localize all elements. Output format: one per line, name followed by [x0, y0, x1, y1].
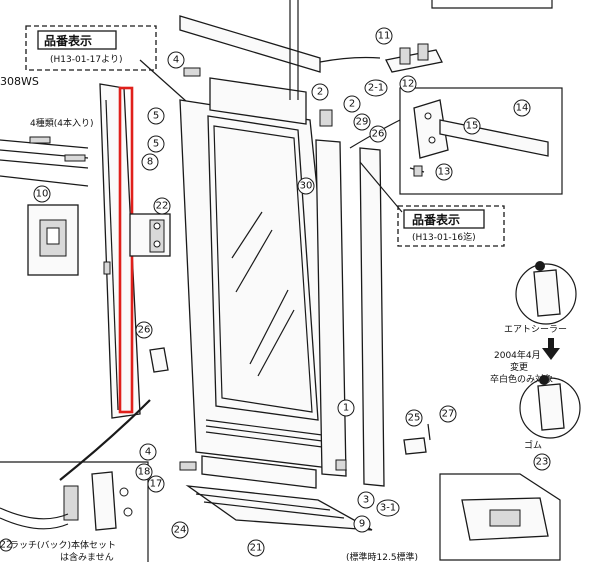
- svg-text:13: 13: [438, 167, 451, 178]
- callout-8: 8: [141, 153, 159, 171]
- hinban-top-subtext: (H13-01-17より): [50, 54, 122, 65]
- svg-text:15: 15: [466, 121, 479, 132]
- callout-9: 9: [353, 515, 371, 533]
- callout-23: 23: [533, 453, 551, 471]
- airtight-sealer-part: エアトシーラー: [504, 261, 577, 335]
- callout-29: 29: [353, 113, 371, 131]
- change-word: 変更: [510, 361, 528, 373]
- svg-text:27: 27: [442, 409, 455, 420]
- svg-text:17: 17: [150, 479, 163, 490]
- callout-2-1: 2-1: [364, 79, 388, 97]
- hinge-detail-box: [399, 87, 563, 195]
- latch-subtext: は含みません: [60, 551, 114, 562]
- hinban-label-top: 品番表示 (H13-01-17より): [25, 25, 197, 111]
- callout-1: 1: [337, 399, 355, 417]
- callout-12: 12: [399, 75, 417, 93]
- types-note: 4種類(4本入り): [30, 117, 93, 129]
- svg-text:25: 25: [408, 413, 421, 424]
- callout-30: 30: [297, 177, 315, 195]
- callout-2: 2: [311, 83, 329, 101]
- callout-22: 22: [0, 538, 13, 552]
- svg-text:3-1: 3-1: [380, 503, 396, 514]
- head-frame-part: [179, 0, 321, 100]
- callout-3-1: 3-1: [376, 499, 400, 517]
- svg-text:23: 23: [536, 457, 549, 468]
- latch-plate-part: [27, 204, 79, 276]
- change-scope: 卒白色のみ対象: [490, 373, 553, 385]
- svg-text:10: 10: [36, 189, 49, 200]
- airtight-text: エアトシーラー: [504, 324, 567, 335]
- hinban-label-mid: 品番表示 (H13-01-16迄): [359, 161, 505, 247]
- svg-text:3: 3: [363, 495, 369, 506]
- svg-text:14: 14: [516, 103, 529, 114]
- highlighted-frame-part: [99, 83, 141, 419]
- callout-26: 26: [135, 321, 153, 339]
- small-parts: [149, 67, 431, 471]
- callout-13: 13: [435, 163, 453, 181]
- curved-guide-line: [59, 399, 151, 481]
- hinban-mid-subtext: (H13-01-16迄): [412, 231, 476, 243]
- callout-10: 10: [33, 185, 51, 203]
- callout-11: 11: [375, 27, 393, 45]
- svg-text:1: 1: [343, 403, 349, 414]
- callout-27: 27: [439, 405, 457, 423]
- rubber-sealer-part: ゴム: [519, 375, 581, 451]
- bottom-detail-box: [439, 473, 561, 561]
- svg-text:29: 29: [356, 117, 369, 128]
- svg-text:26: 26: [372, 129, 385, 140]
- svg-text:2: 2: [317, 87, 323, 98]
- callout-22: 22: [153, 197, 171, 215]
- svg-text:4: 4: [173, 55, 179, 66]
- connector-line: [319, 56, 381, 63]
- latch-detail-box: [0, 461, 149, 562]
- callout-26: 26: [369, 125, 387, 143]
- down-arrow-icon: [542, 338, 560, 360]
- top-hinge-part: [385, 43, 443, 73]
- svg-text:2-1: 2-1: [368, 83, 384, 94]
- svg-text:18: 18: [138, 467, 151, 478]
- svg-text:12: 12: [402, 79, 415, 90]
- callout-25: 25: [405, 409, 423, 427]
- callout-2: 2: [343, 95, 361, 113]
- svg-text:26: 26: [138, 325, 151, 336]
- svg-text:4: 4: [145, 447, 151, 458]
- callout-numbers: 1 2 2 2-1 3 3-1 4 4 5 5 8 9 10 11 12 13 …: [0, 27, 551, 557]
- hinban-top-text: 品番表示: [44, 33, 92, 48]
- callout-17: 17: [147, 475, 165, 493]
- svg-text:8: 8: [147, 157, 153, 168]
- hinge-bracket-part: [129, 213, 171, 257]
- threshold-part: [185, 455, 373, 531]
- callout-5: 5: [147, 135, 165, 153]
- callout-3: 3: [357, 491, 375, 509]
- svg-text:2: 2: [349, 99, 355, 110]
- right-jamb-part: [315, 139, 385, 487]
- rubber-text: ゴム: [524, 439, 542, 451]
- svg-text:9: 9: [359, 519, 365, 530]
- callout-15: 15: [463, 117, 481, 135]
- callout-24: 24: [171, 521, 189, 539]
- svg-text:24: 24: [174, 525, 187, 536]
- callout-14: 14: [513, 99, 531, 117]
- model-partial: 308WS: [0, 75, 39, 88]
- change-date: 2004年4月: [494, 349, 541, 361]
- svg-text:11: 11: [378, 31, 391, 42]
- top-rail-part: [209, 77, 307, 125]
- cut-off-box: [431, 0, 553, 9]
- weatherstrip-rods: [0, 136, 89, 187]
- callout-21: 21: [247, 539, 265, 557]
- latch-text: ラッチ(バック)本体セット: [10, 539, 116, 551]
- callout-5: 5: [147, 107, 165, 125]
- svg-text:22: 22: [0, 540, 12, 551]
- callout-18: 18: [135, 463, 153, 481]
- svg-text:21: 21: [250, 543, 263, 554]
- svg-text:30: 30: [300, 181, 313, 192]
- callout-4: 4: [139, 443, 157, 461]
- hinban-mid-text: 品番表示: [412, 212, 460, 227]
- svg-text:22: 22: [156, 201, 169, 212]
- callout-4: 4: [167, 51, 185, 69]
- svg-text:5: 5: [153, 139, 159, 150]
- svg-text:5: 5: [153, 111, 159, 122]
- bottom-cut-text: (標準時12.5標準): [346, 551, 418, 562]
